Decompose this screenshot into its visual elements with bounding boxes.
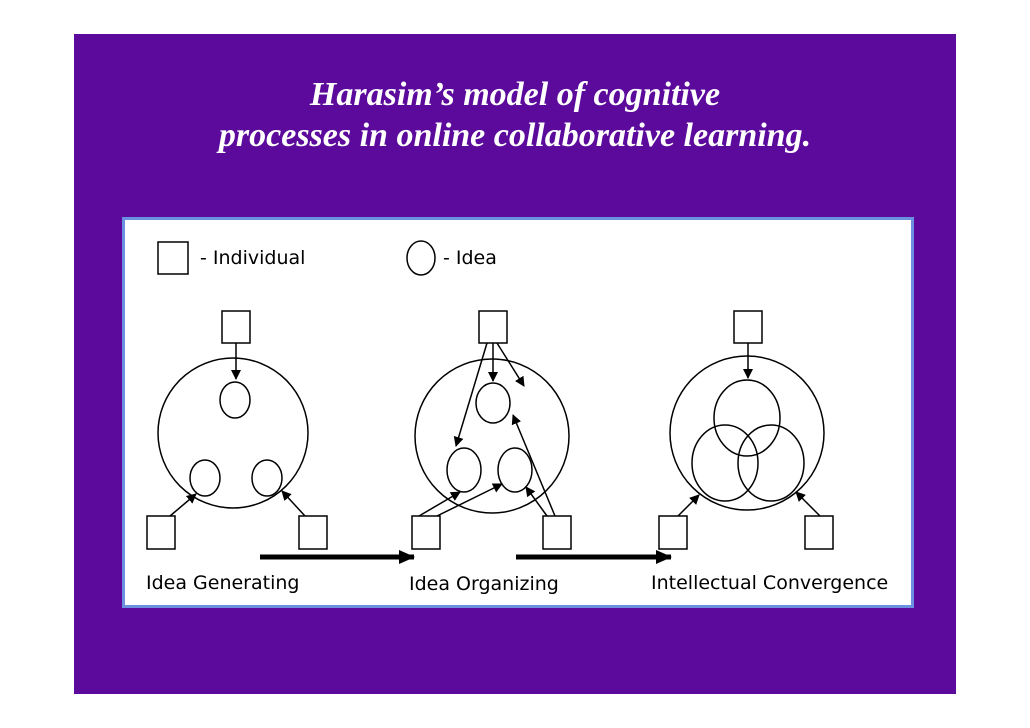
arrow: [496, 342, 525, 387]
stage-idea-generating: [146, 310, 328, 550]
idea-circle: [475, 382, 511, 424]
individual-square-right: [298, 515, 328, 550]
title-line-2: processes in online collaborative learni…: [218, 117, 812, 154]
individual-square-left: [146, 515, 176, 550]
idea-circle: [713, 379, 781, 457]
group-circle: [414, 358, 570, 514]
stage-label-idea-organizing: Idea Organizing: [409, 573, 559, 595]
individual-square-top: [478, 310, 508, 344]
stage-intellectual-convergence: [658, 310, 834, 550]
idea-circle: [446, 447, 482, 493]
idea-circle: [691, 424, 759, 502]
arrow: [453, 342, 488, 447]
idea-circle: [497, 447, 533, 493]
individual-square-right: [542, 515, 572, 550]
arrow: [436, 483, 503, 517]
individual-square-top: [733, 310, 763, 344]
idea-circle: [219, 381, 251, 419]
group-circle: [157, 357, 309, 509]
idea-circle: [251, 459, 283, 497]
diagram-figure: - Individual - Idea Idea Generating Idea…: [122, 217, 914, 608]
arrow: [677, 494, 700, 517]
individual-square-left: [658, 515, 688, 550]
individual-square-left: [411, 515, 441, 550]
title-line-1: Harasim’s model of cognitive: [309, 76, 721, 113]
stage-label-idea-generating: Idea Generating: [146, 572, 299, 594]
arrow: [795, 491, 821, 517]
arrow: [169, 493, 197, 517]
legend-idea-label: - Idea: [443, 247, 497, 269]
legend-individual-square-icon: [157, 241, 189, 275]
diagram-svg: - Individual - Idea Idea Generating Idea…: [146, 240, 888, 595]
individual-square-right: [804, 515, 834, 550]
legend-individual-label: - Individual: [200, 247, 305, 269]
idea-circle: [189, 459, 221, 497]
stage-idea-organizing: [411, 310, 572, 550]
slide-title: Harasim’s model of cognitive processes i…: [74, 74, 956, 156]
arrow: [525, 486, 548, 517]
group-circle: [669, 355, 825, 511]
arrow: [511, 414, 556, 517]
arrow: [281, 490, 306, 517]
idea-circle: [737, 424, 805, 502]
legend-idea-circle-icon: [406, 240, 436, 276]
individual-square-top: [221, 310, 251, 344]
slide: Harasim’s model of cognitive processes i…: [74, 34, 956, 694]
arrow: [418, 491, 461, 517]
stage-label-intellectual-convergence: Intellectual Convergence: [651, 572, 888, 594]
